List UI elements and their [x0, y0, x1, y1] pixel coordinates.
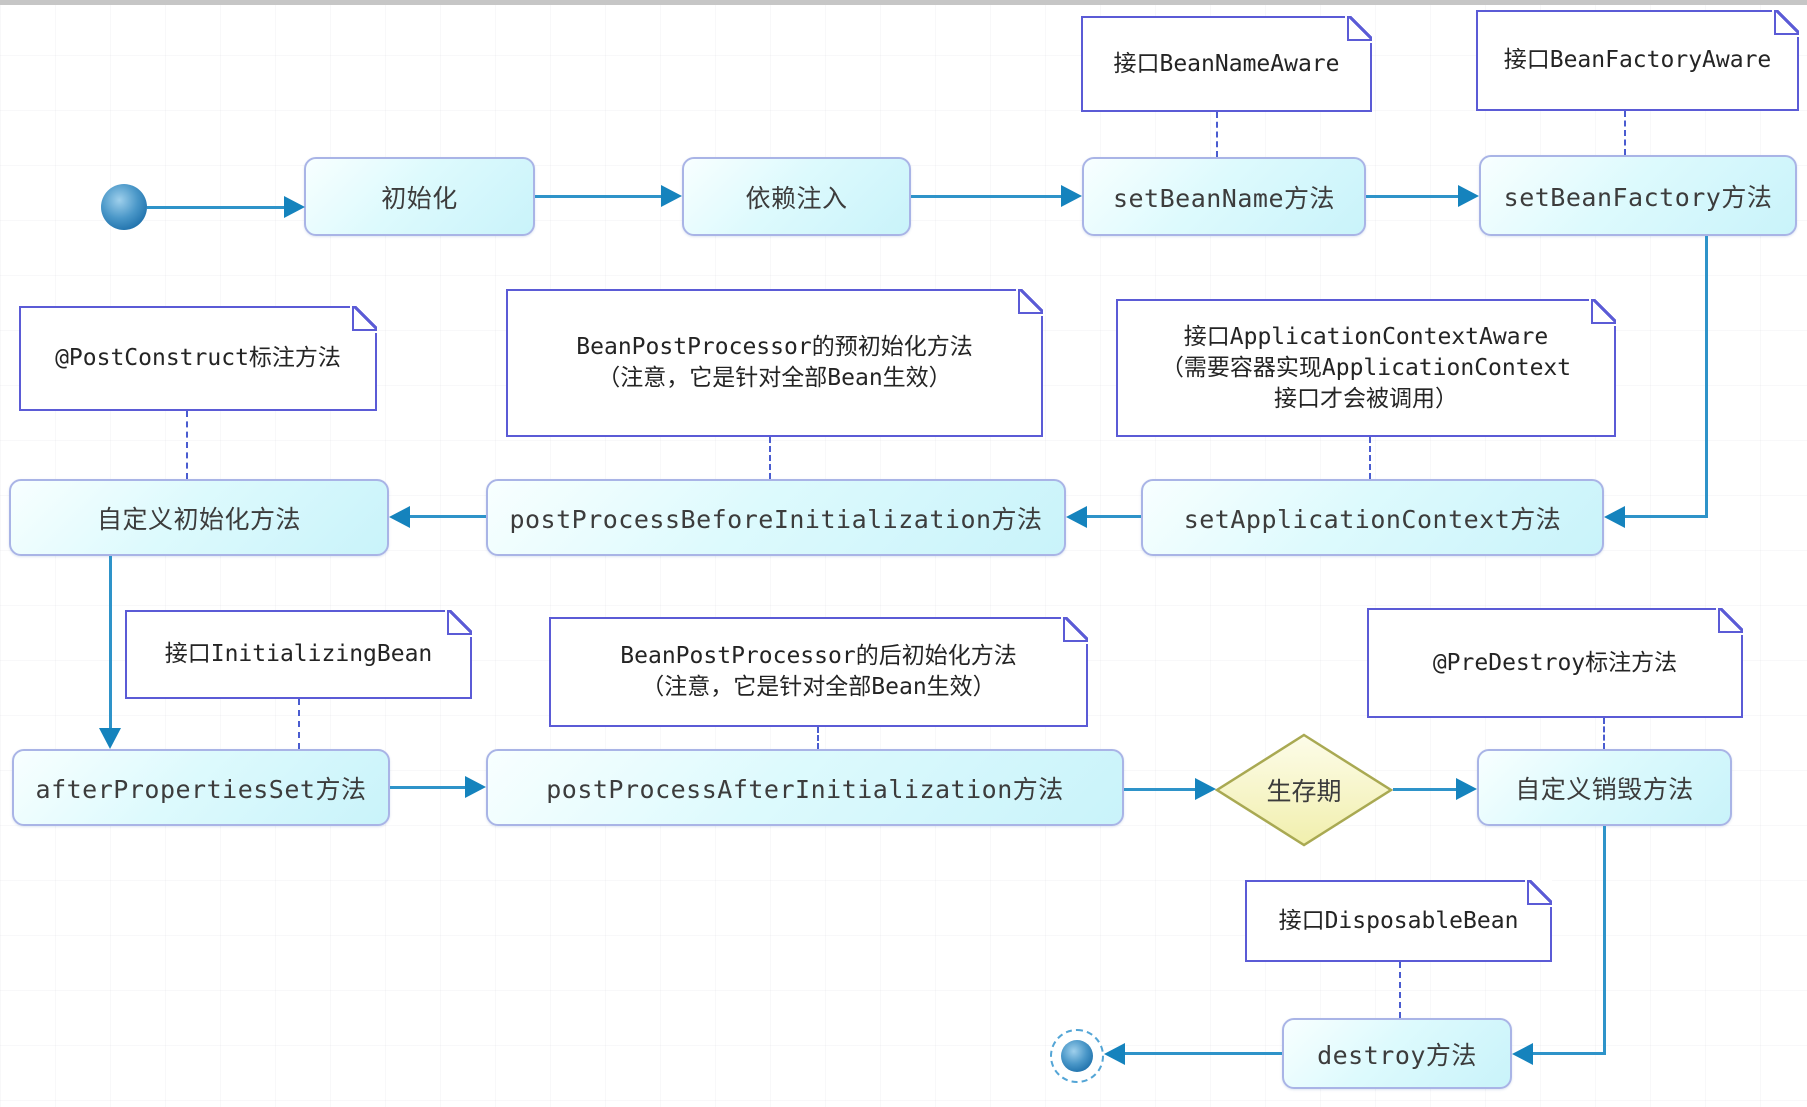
edge-into-destroy — [1532, 1052, 1606, 1055]
edge-decision-to-custom-destroy — [1393, 788, 1457, 791]
decision-lifetime: 生存期 — [1214, 733, 1394, 847]
note-line: 接口ApplicationContextAware — [1183, 323, 1549, 350]
note-line: @PostConstruct标注方法 — [55, 345, 341, 371]
edge-start-to-init — [147, 206, 284, 209]
node-dependency-injection: 依赖注入 — [682, 157, 911, 236]
connector-post-construct — [186, 411, 188, 479]
edge-di-to-set-bean-name — [911, 195, 1062, 198]
arrowhead-ppai-to-decision — [1195, 778, 1216, 800]
edge-ppai-to-decision — [1124, 788, 1196, 791]
note-application-context-aware: 接口ApplicationContextAware （需要容器实现Applica… — [1116, 299, 1616, 437]
note-line: 接口InitializingBean — [164, 641, 433, 667]
edge-destroy-to-end — [1124, 1052, 1282, 1055]
note-line: 接口DisposableBean — [1278, 907, 1519, 934]
arrowhead-aps-to-ppai — [465, 776, 486, 798]
arrowhead-ppbi-to-custom-init — [389, 506, 410, 528]
node-after-properties-set: afterPropertiesSet方法 — [12, 749, 390, 826]
note-initializing-bean: 接口InitializingBean — [125, 610, 472, 699]
top-window-edge — [0, 0, 1807, 5]
connector-bean-name-aware — [1216, 112, 1218, 157]
connector-initializing-bean — [298, 699, 300, 749]
note-bean-name-aware: 接口BeanNameAware — [1081, 16, 1372, 112]
node-destroy: destroy方法 — [1282, 1018, 1512, 1089]
arrowhead-decision-to-custom-destroy — [1456, 778, 1477, 800]
diamond-shape-icon — [1214, 733, 1394, 847]
arrowhead-custom-init-down — [99, 728, 121, 749]
node-post-process-before-initialization: postProcessBeforeInitialization方法 — [486, 479, 1066, 556]
arrowhead-into-set-application-context — [1604, 506, 1625, 528]
edge-custom-init-down — [109, 556, 112, 729]
note-line: （注意，它是针对全部Bean生效） — [597, 365, 952, 391]
note-line: BeanPostProcessor的后初始化方法 — [620, 643, 1017, 669]
note-disposable-bean: 接口DisposableBean — [1245, 880, 1552, 962]
connector-bpp-before — [769, 437, 771, 479]
note-line: @PreDestroy标注方法 — [1432, 649, 1678, 676]
edge-init-to-di — [535, 195, 662, 198]
note-pre-destroy: @PreDestroy标注方法 — [1367, 608, 1743, 718]
end-node-icon — [1050, 1029, 1104, 1083]
connector-disposable-bean — [1399, 962, 1401, 1018]
decision-lifetime-label: 生存期 — [1266, 777, 1342, 806]
note-bean-factory-aware: 接口BeanFactoryAware — [1476, 10, 1799, 111]
arrowhead-di-to-set-bean-name — [1061, 185, 1082, 207]
edge-into-set-application-context — [1624, 515, 1708, 518]
edge-ppbi-to-custom-init — [409, 515, 486, 518]
end-node-core-icon — [1061, 1040, 1093, 1072]
node-set-bean-factory: setBeanFactory方法 — [1479, 155, 1797, 236]
node-set-bean-name: setBeanName方法 — [1082, 157, 1366, 236]
arrowhead-destroy-to-end — [1104, 1043, 1125, 1065]
edge-set-bean-factory-down — [1705, 236, 1708, 518]
note-line: 接口BeanFactoryAware — [1503, 47, 1772, 73]
note-bpp-after: BeanPostProcessor的后初始化方法 （注意，它是针对全部Bean生… — [549, 617, 1088, 727]
note-bpp-before: BeanPostProcessor的预初始化方法 （注意，它是针对全部Bean生… — [506, 289, 1043, 437]
arrowhead-into-destroy — [1512, 1043, 1533, 1065]
edge-aps-to-ppai — [390, 786, 466, 789]
connector-bpp-after — [817, 727, 819, 749]
node-post-process-after-initialization: postProcessAfterInitialization方法 — [486, 749, 1124, 826]
edge-sac-to-ppbi — [1086, 515, 1141, 518]
note-line: （注意，它是针对全部Bean生效） — [641, 674, 996, 700]
note-line: 接口才会被调用） — [1274, 385, 1458, 412]
connector-bean-factory-aware — [1624, 111, 1626, 155]
node-custom-init: 自定义初始化方法 — [9, 479, 389, 556]
start-node-icon — [101, 184, 147, 230]
arrowhead-init-to-di — [661, 185, 682, 207]
edge-set-bean-name-to-set-bean-factory — [1366, 195, 1459, 198]
note-line: （需要容器实现ApplicationContext — [1160, 354, 1572, 381]
note-post-construct: @PostConstruct标注方法 — [19, 306, 377, 411]
connector-application-context-aware — [1369, 437, 1371, 479]
arrowhead-sac-to-ppbi — [1066, 506, 1087, 528]
note-line: BeanPostProcessor的预初始化方法 — [576, 334, 973, 360]
node-custom-destroy: 自定义销毁方法 — [1477, 749, 1732, 826]
arrowhead-set-bean-name-to-set-bean-factory — [1458, 185, 1479, 207]
connector-pre-destroy — [1603, 718, 1605, 749]
node-init: 初始化 — [304, 157, 535, 236]
note-line: 接口BeanNameAware — [1113, 50, 1340, 77]
edge-custom-destroy-down — [1603, 826, 1606, 1054]
node-set-application-context: setApplicationContext方法 — [1141, 479, 1604, 556]
arrowhead-start-to-init — [284, 196, 305, 218]
